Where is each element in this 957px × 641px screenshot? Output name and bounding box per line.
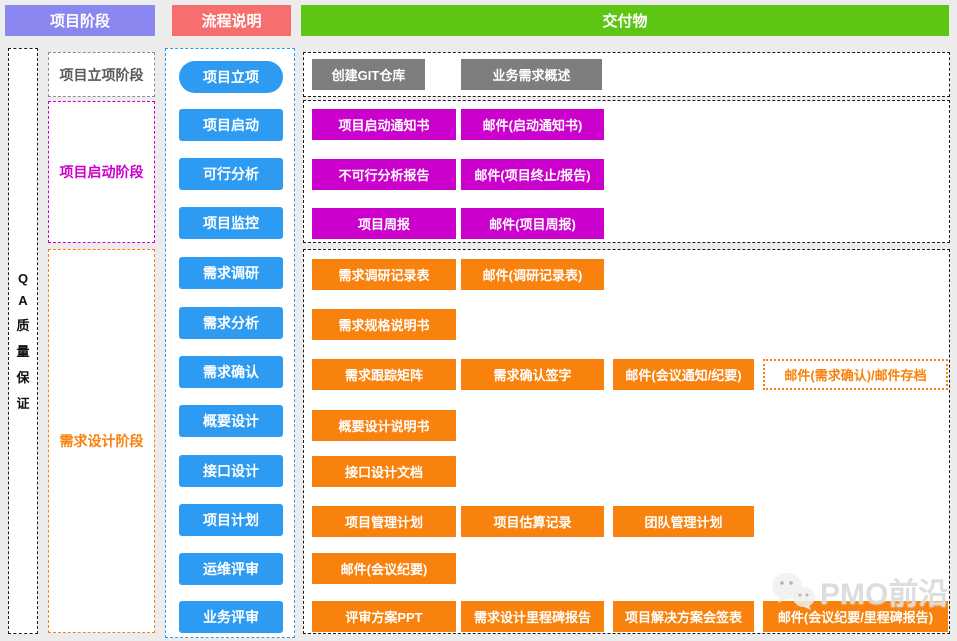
qa-char: 证 bbox=[16, 395, 30, 411]
deliverable-mail-meeting-minutes: 邮件(会议纪要) bbox=[312, 553, 456, 584]
deliverable-interface-design-doc: 接口设计文档 bbox=[312, 456, 456, 487]
deliverable-mail-survey-record: 邮件(调研记录表) bbox=[461, 259, 604, 290]
qa-assurance-band: Q A 质 量 保 证 bbox=[8, 48, 38, 634]
process-step-outline-design: 概要设计 bbox=[179, 405, 283, 437]
header-process-description: 流程说明 bbox=[172, 5, 291, 36]
deliverable-mail-startup-notice: 邮件(启动通知书) bbox=[461, 109, 604, 140]
process-step-requirement-analysis: 需求分析 bbox=[179, 307, 283, 339]
phase-project-startup: 项目启动阶段 bbox=[48, 101, 155, 243]
process-step-business-review: 业务评审 bbox=[179, 601, 283, 633]
deliverable-milestone-report: 需求设计里程碑报告 bbox=[461, 601, 604, 632]
process-step-feasibility-analysis: 可行分析 bbox=[179, 158, 283, 190]
deliverable-mail-meeting-notice: 邮件(会议通知/纪要) bbox=[613, 359, 754, 390]
deliverables-design-section: 需求调研记录表 邮件(调研记录表) 需求规格说明书 需求跟踪矩阵 需求确认签字 … bbox=[303, 249, 950, 634]
deliverable-mail-termination-report: 邮件(项目终止/报告) bbox=[461, 159, 604, 190]
deliverable-estimation-record: 项目估算记录 bbox=[461, 506, 604, 537]
deliverable-mail-confirm-archive: 邮件(需求确认)/邮件存档 bbox=[763, 359, 948, 390]
deliverable-weekly-report: 项目周报 bbox=[312, 208, 456, 239]
process-column: 项目立项 项目启动 可行分析 项目监控 需求调研 需求分析 需求确认 概要设计 … bbox=[165, 48, 295, 638]
process-step-requirement-survey: 需求调研 bbox=[179, 257, 283, 289]
deliverable-business-req-overview: 业务需求概述 bbox=[461, 59, 602, 90]
deliverable-trace-matrix: 需求跟踪矩阵 bbox=[312, 359, 456, 390]
deliverable-outline-design-spec: 概要设计说明书 bbox=[312, 410, 456, 441]
deliverable-mail-weekly-report: 邮件(项目周报) bbox=[461, 208, 604, 239]
process-step-project-initiation: 项目立项 bbox=[179, 61, 283, 93]
deliverable-project-mgmt-plan: 项目管理计划 bbox=[312, 506, 456, 537]
deliverable-survey-record: 需求调研记录表 bbox=[312, 259, 456, 290]
qa-char: 保 bbox=[16, 369, 30, 385]
deliverable-team-mgmt-plan: 团队管理计划 bbox=[613, 506, 754, 537]
header-deliverables: 交付物 bbox=[301, 5, 949, 36]
process-step-project-startup: 项目启动 bbox=[179, 109, 283, 141]
header-project-phase: 项目阶段 bbox=[5, 5, 155, 36]
deliverable-review-ppt: 评审方案PPT bbox=[312, 601, 456, 632]
process-step-interface-design: 接口设计 bbox=[179, 455, 283, 487]
process-step-project-plan: 项目计划 bbox=[179, 504, 283, 536]
deliverable-startup-notice: 项目启动通知书 bbox=[312, 109, 456, 140]
deliverables-startup-section: 项目启动通知书 邮件(启动通知书) 不可行分析报告 邮件(项目终止/报告) 项目… bbox=[303, 100, 950, 243]
deliverables-initiation-section: 创建GIT仓库 业务需求概述 bbox=[303, 52, 950, 97]
qa-char: Q bbox=[17, 270, 29, 286]
qa-char: 量 bbox=[16, 343, 30, 359]
qa-char: A bbox=[18, 292, 28, 308]
phase-requirement-design: 需求设计阶段 bbox=[48, 249, 155, 633]
deliverable-create-git-repo: 创建GIT仓库 bbox=[312, 59, 425, 90]
process-step-requirement-confirm: 需求确认 bbox=[179, 356, 283, 388]
deliverable-mail-minutes-milestone: 邮件(会议纪要/里程碑报告) bbox=[763, 601, 948, 632]
deliverable-requirement-spec: 需求规格说明书 bbox=[312, 309, 456, 340]
qa-char: 质 bbox=[16, 317, 30, 333]
process-step-project-monitoring: 项目监控 bbox=[179, 207, 283, 239]
phase-project-initiation: 项目立项阶段 bbox=[48, 52, 155, 97]
process-step-ops-review: 运维评审 bbox=[179, 553, 283, 585]
deliverable-infeasibility-report: 不可行分析报告 bbox=[312, 159, 456, 190]
deliverable-confirm-signature: 需求确认签字 bbox=[461, 359, 604, 390]
deliverable-solution-signoff: 项目解决方案会签表 bbox=[613, 601, 754, 632]
